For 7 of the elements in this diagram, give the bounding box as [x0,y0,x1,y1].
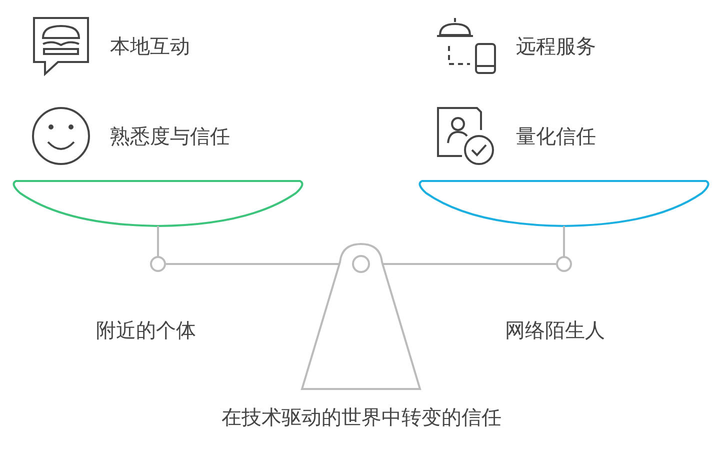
label-text: 量化信任 [516,124,596,148]
label-text: 熟悉度与信任 [110,124,230,148]
label-text: 本地互动 [110,34,190,58]
pan-label: 网络陌生人 [505,318,605,342]
pan-label: 附近的个体 [96,318,196,342]
label-text: 远程服务 [516,34,596,58]
caption: 在技术驱动的世界中转变的信任 [220,405,502,429]
